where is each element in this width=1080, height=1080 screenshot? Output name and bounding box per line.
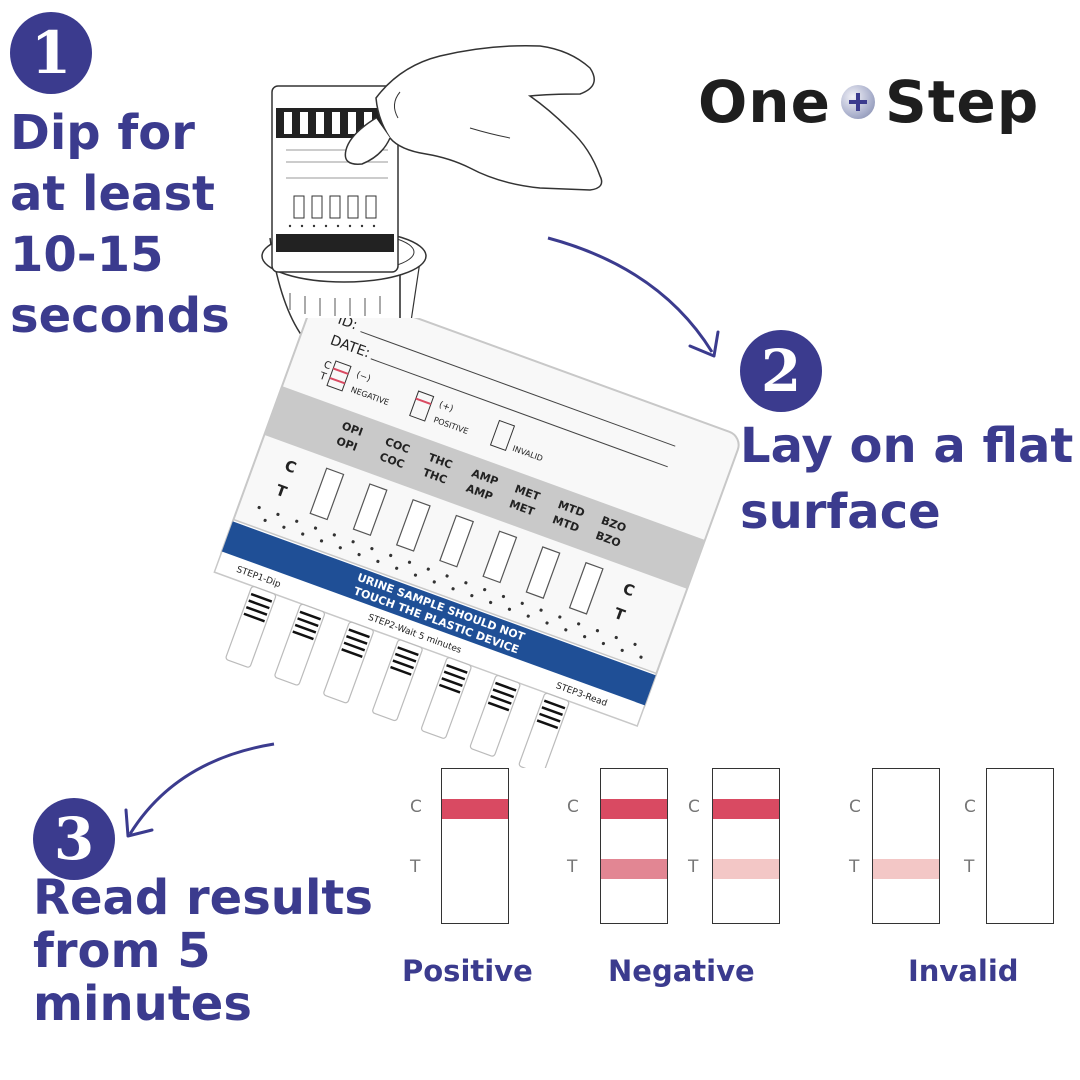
result-window [568,561,604,615]
legend-t: T [317,370,328,383]
step-1-line: 10-15 [10,227,164,283]
step-1-line: at least [10,166,215,222]
warning-bar [221,521,656,706]
step-2-line: surface [740,484,941,540]
result-window [309,467,345,521]
arrow-step1-to-step2 [547,236,720,358]
negative-t-label: T [567,857,578,877]
step-3-number: 3 [33,798,115,880]
arrow-to-step3 [124,742,275,838]
dipstick-tips [225,586,570,768]
positive-t-label: T [410,857,421,877]
legend-neg-sign: (−) [355,370,372,384]
legend-pos-sign: (+) [437,400,454,414]
legend-c: C [322,359,332,372]
negative-c-label-2: C [688,797,700,817]
result-window [482,530,518,584]
invalid-t-label: T [849,857,860,877]
test-band [873,859,939,879]
result-window [352,483,388,537]
brand-logo: One Step [698,62,1039,142]
result-window [395,498,431,552]
invalid-strip-2 [986,768,1054,924]
positive-c-label: C [410,797,422,817]
step-1-line: seconds [10,288,230,344]
control-band [713,799,779,819]
negative-t-label-2: T [688,857,699,877]
result-invalid-label: Invalid [908,954,1019,988]
result-negative-label: Negative [608,954,755,988]
invalid-c-label-2: C [964,797,976,817]
step-1-line: Dip for [10,105,195,161]
brand-word-one: One [698,68,831,136]
step-3-text: Read results from 5 minutes [33,872,373,1031]
invalid-c-label: C [849,797,861,817]
step-2-number: 2 [740,330,822,412]
result-window [439,514,475,568]
control-band [442,799,508,819]
invalid-t-label-2: T [964,857,975,877]
negative-strip-2 [712,768,780,924]
drug-test-card: ID: DATE: C T (−) NEGATIVE (+) POSITIVE … [213,318,740,768]
brand-word-step: Step [884,68,1040,136]
brand-plus-icon [840,85,875,119]
drug-label-strip [264,386,705,589]
step-3-line: Read results [33,870,373,926]
negative-c-label: C [567,797,579,817]
step-3-line: minutes [33,976,252,1032]
thumb-outline [344,117,391,165]
test-band [601,859,667,879]
step-3-line: from 5 [33,923,211,979]
invalid-strip-1 [872,768,940,924]
negative-strip-1 [600,768,668,924]
control-band [601,799,667,819]
step-1-text: Dip for at least 10-15 seconds [10,103,230,347]
step-1-number: 1 [10,12,92,94]
result-window [525,546,561,599]
test-band [713,859,779,879]
result-positive-label: Positive [402,954,533,988]
step-2-line: Lay on a flat [740,418,1074,474]
positive-strip [441,768,509,924]
hand-outline [375,44,603,191]
step-2-text: Lay on a flat surface [740,413,1073,545]
